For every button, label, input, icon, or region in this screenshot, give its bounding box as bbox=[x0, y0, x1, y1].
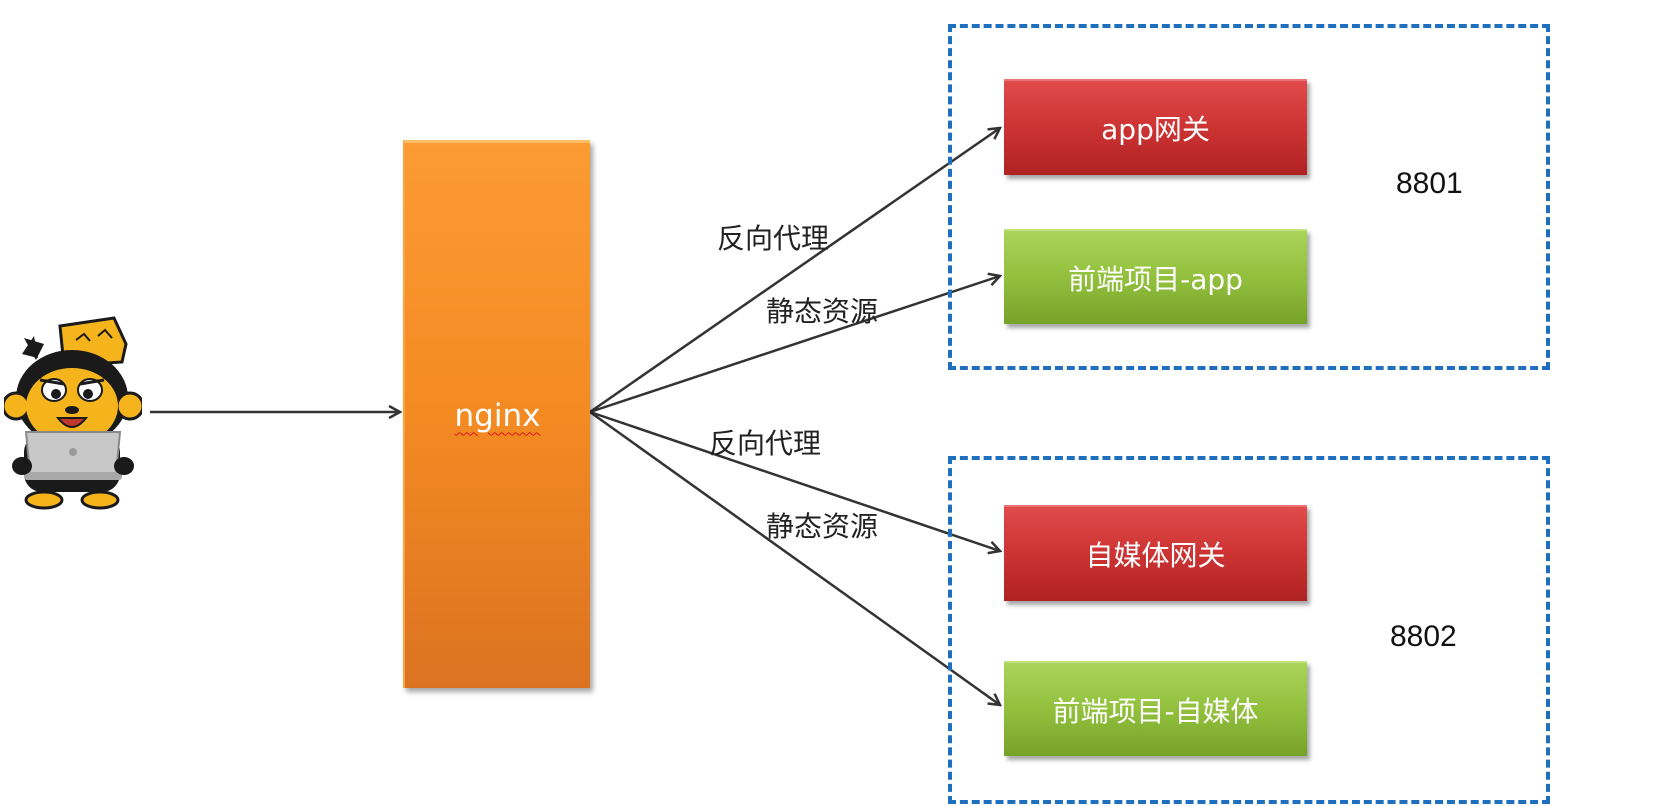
app-gateway-node: app网关 bbox=[1004, 79, 1307, 175]
arrow-nginx-to-frontend-app bbox=[589, 276, 1000, 414]
port-label-8802: 8802 bbox=[1390, 620, 1457, 653]
arrow-nginx-to-frontend-media bbox=[589, 410, 1000, 705]
arrow-nginx-to-media-gateway bbox=[589, 410, 1000, 551]
nginx-node: nginx bbox=[403, 140, 590, 688]
media-gateway-node: 自媒体网关 bbox=[1004, 505, 1307, 601]
edge-label-bottom-proxy: 反向代理 bbox=[709, 427, 822, 460]
port-label-8801: 8801 bbox=[1396, 167, 1463, 200]
nginx-label: nginx bbox=[454, 397, 541, 434]
edge-label-bottom-static: 静态资源 bbox=[766, 510, 879, 543]
edge-label-top-proxy: 反向代理 bbox=[717, 222, 830, 255]
frontend-media-node: 前端项目-自媒体 bbox=[1004, 661, 1307, 756]
frontend-app-node: 前端项目-app bbox=[1004, 229, 1307, 324]
group-8801 bbox=[948, 24, 1550, 370]
group-8802 bbox=[948, 456, 1550, 804]
monkey-mascot-with-laptop-icon bbox=[4, 316, 142, 510]
edge-label-top-static: 静态资源 bbox=[766, 295, 879, 328]
arrow-nginx-to-app-gateway bbox=[589, 128, 1000, 414]
